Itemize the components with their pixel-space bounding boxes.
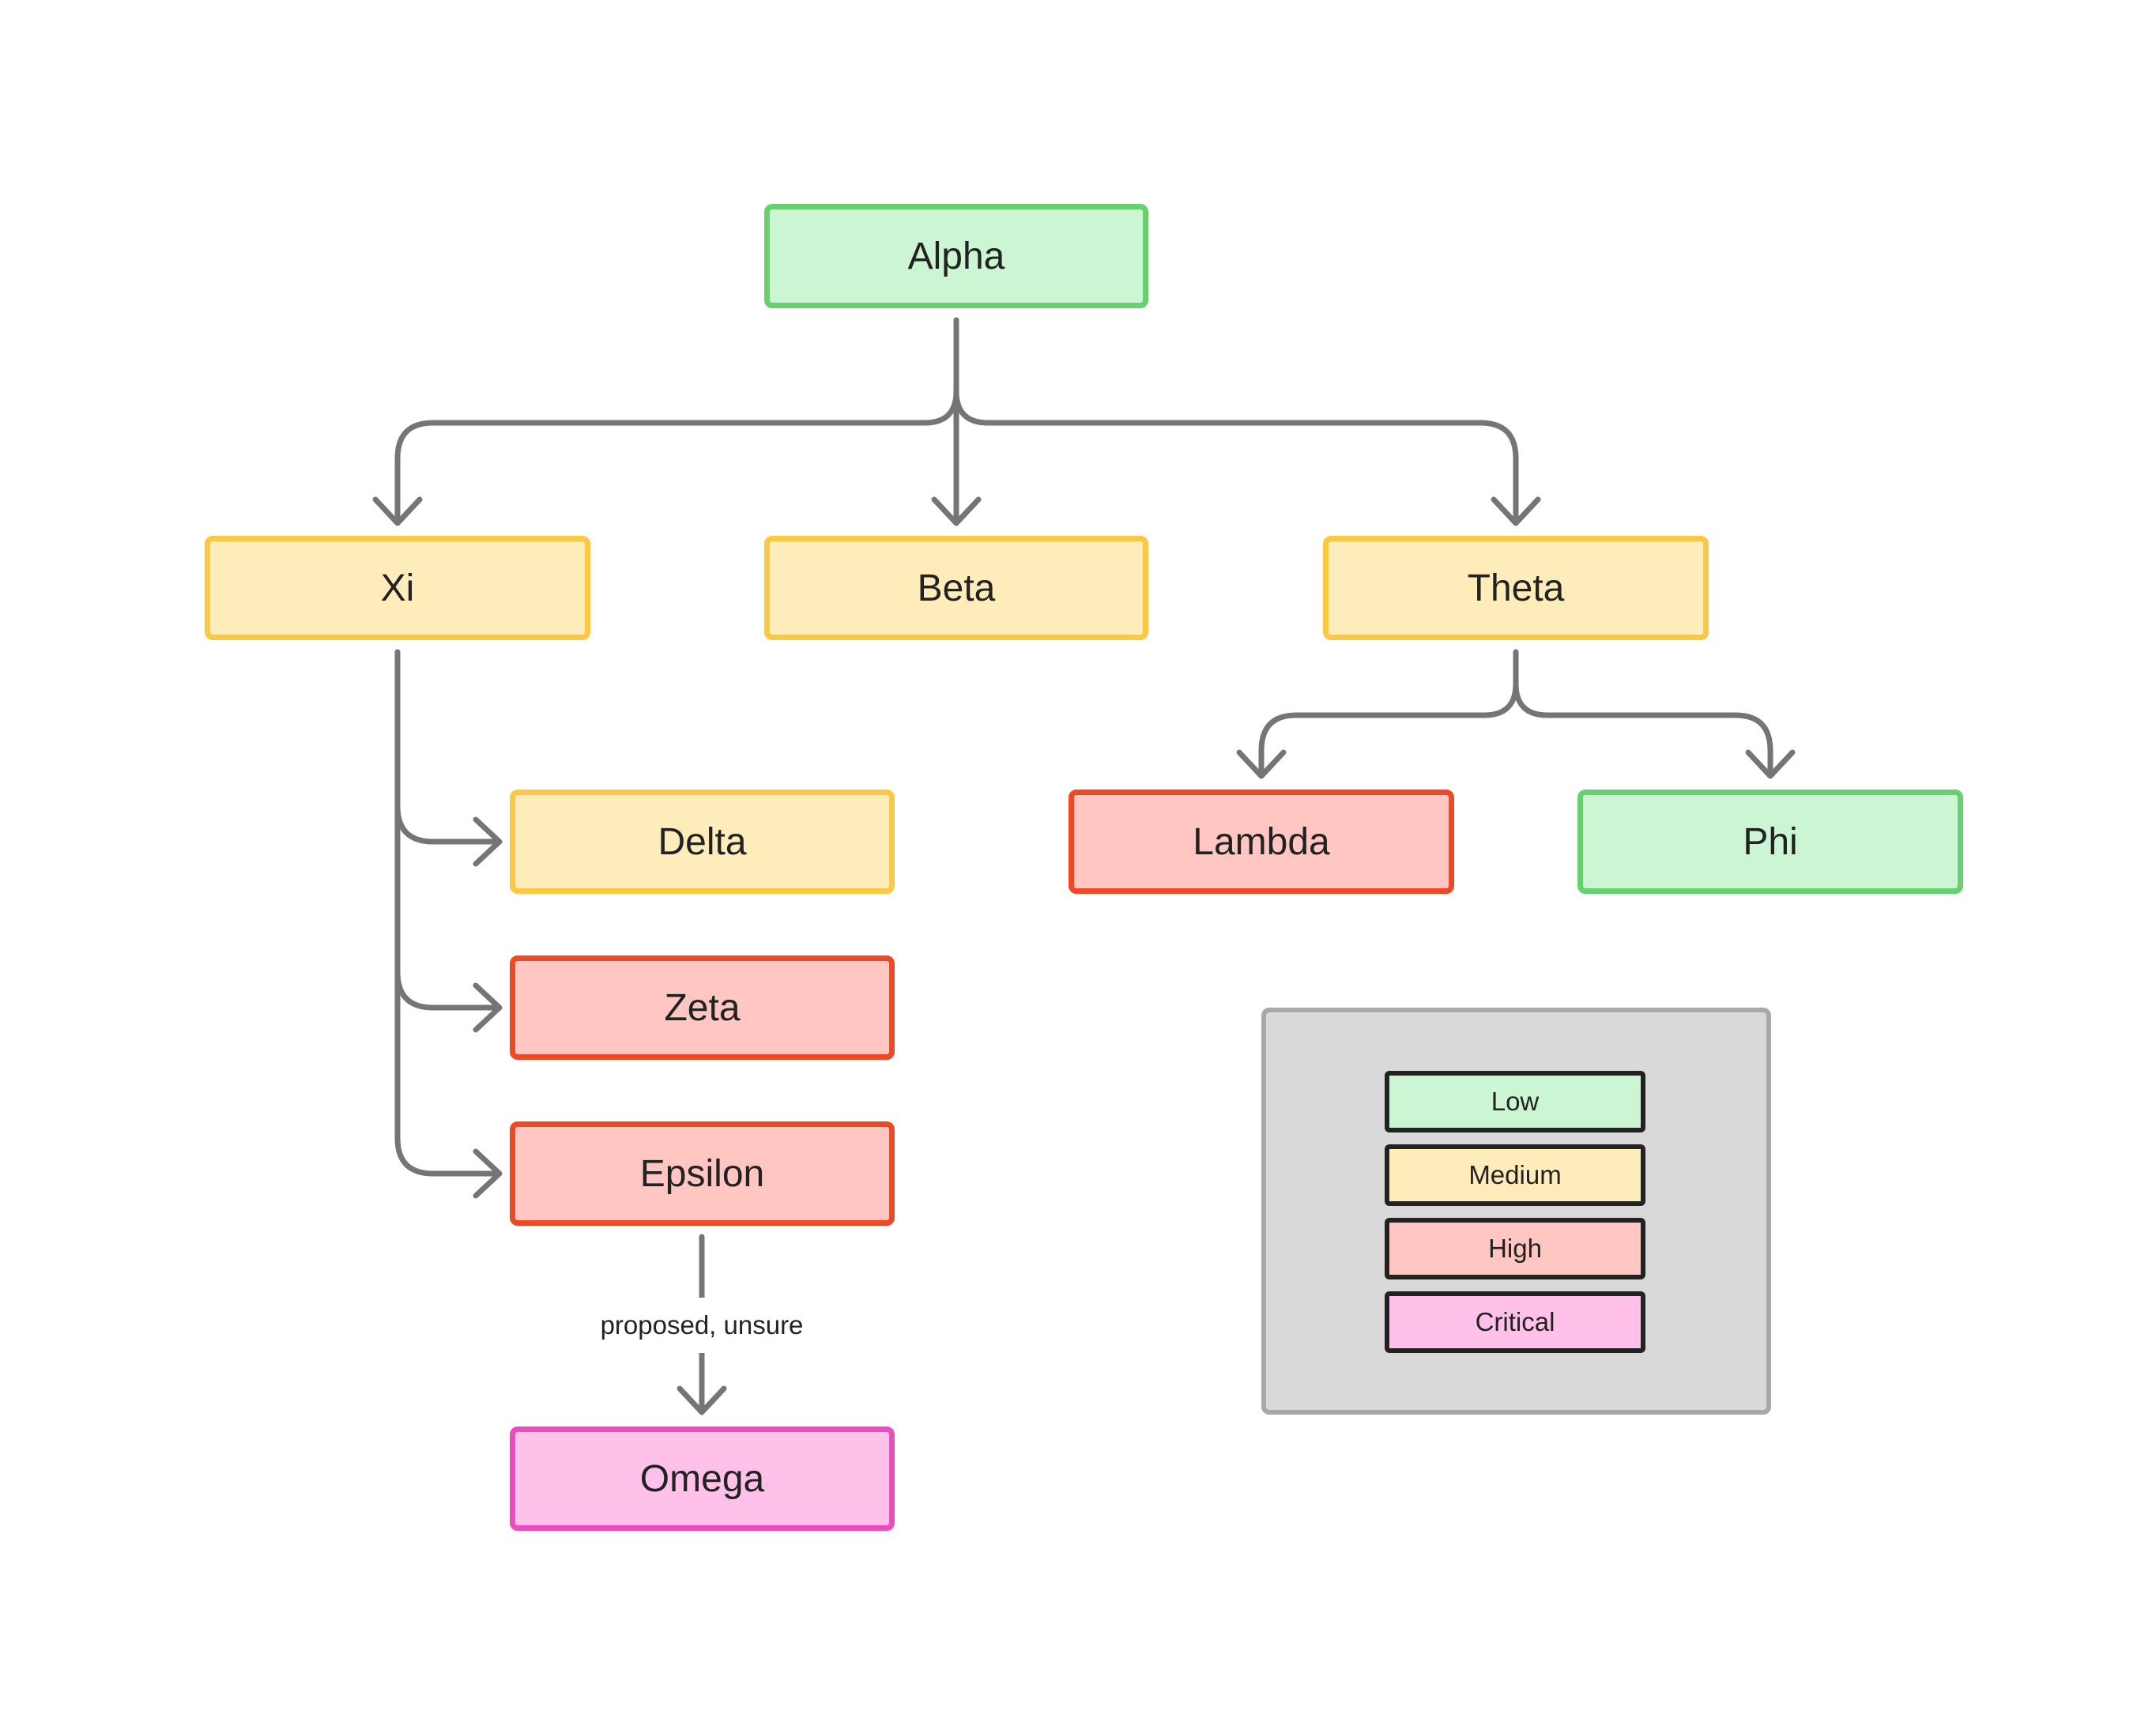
- legend-item-critical: Critical: [1385, 1291, 1645, 1353]
- node-xi[interactable]: Xi: [205, 536, 590, 640]
- legend-item-medium: Medium: [1385, 1144, 1645, 1206]
- edge-theta-phi: [1513, 680, 1773, 778]
- node-lambda[interactable]: Lambda: [1069, 790, 1454, 894]
- node-omega[interactable]: Omega: [510, 1426, 895, 1531]
- edge-label-proposed: proposed, unsure: [544, 1298, 860, 1353]
- node-zeta[interactable]: Zeta: [510, 955, 895, 1060]
- edge-alpha-theta: [953, 388, 1519, 525]
- edge-epsilon-omega-arrowhead: [677, 1385, 727, 1415]
- edge-xi-epsilon: [394, 1135, 501, 1177]
- node-phi[interactable]: Phi: [1577, 790, 1963, 894]
- edge-alpha-beta-arrowhead: [931, 496, 982, 526]
- edge-theta-lambda: [1258, 680, 1519, 778]
- edge-xi-delta: [394, 803, 501, 845]
- edge-xi-delta-arrowhead: [473, 816, 503, 867]
- edge-xi-zeta-arrowhead: [473, 982, 503, 1033]
- node-theta[interactable]: Theta: [1323, 536, 1709, 640]
- edge-alpha-xi: [394, 388, 959, 525]
- edge-xi-epsilon-arrowhead: [473, 1148, 503, 1199]
- node-epsilon[interactable]: Epsilon: [510, 1121, 895, 1226]
- node-delta[interactable]: Delta: [510, 790, 895, 894]
- edge-xi-zeta: [394, 969, 501, 1011]
- edge-alpha-xi-arrowhead: [372, 496, 423, 526]
- node-beta[interactable]: Beta: [764, 536, 1148, 640]
- edge-theta-lambda-arrowhead: [1236, 749, 1287, 779]
- legend-item-low: Low: [1385, 1071, 1645, 1132]
- legend-panel: Low Medium High Critical: [1261, 1008, 1771, 1415]
- legend-item-high: High: [1385, 1218, 1645, 1279]
- edge-theta-phi-arrowhead: [1745, 749, 1796, 779]
- node-alpha[interactable]: Alpha: [764, 204, 1148, 308]
- edge-alpha-theta-arrowhead: [1491, 496, 1541, 526]
